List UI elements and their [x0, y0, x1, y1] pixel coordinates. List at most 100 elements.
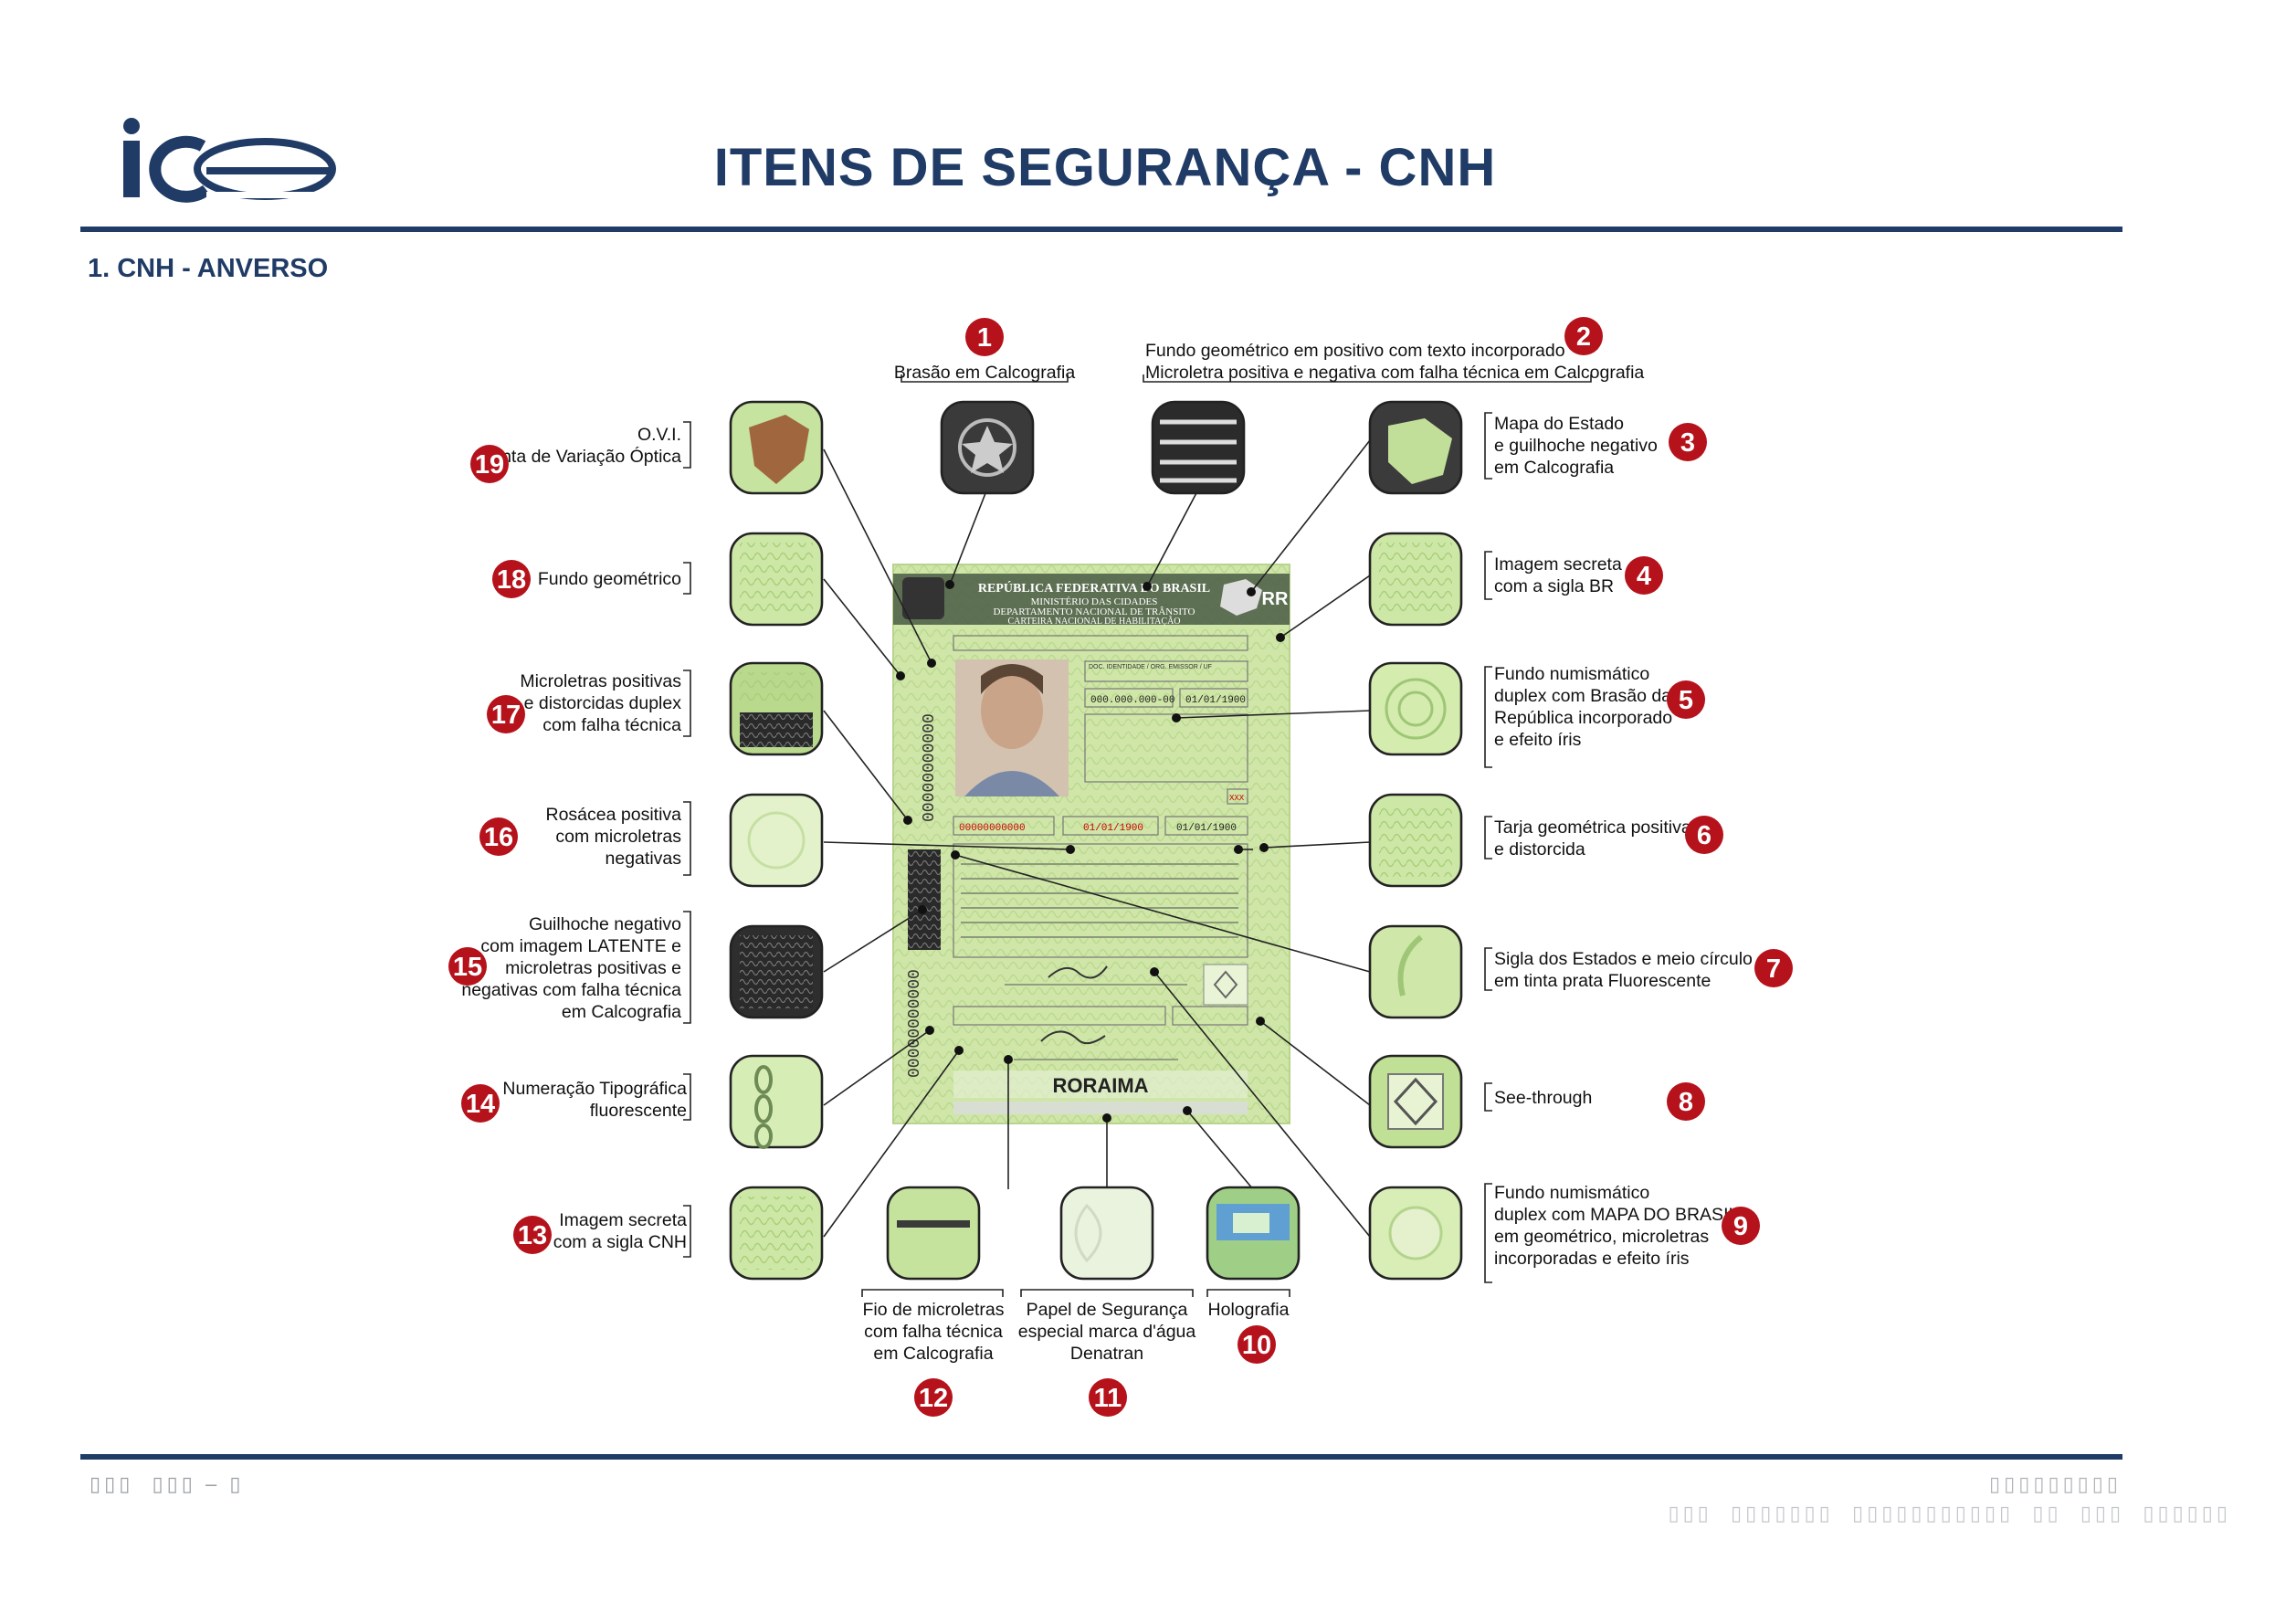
card-side-number-top: 00000000000 — [921, 713, 939, 822]
label-19-line-1: O.V.I. — [637, 425, 681, 445]
label-9-line-2: duplex com MAPA DO BRASIL — [1494, 1205, 1738, 1225]
label-7-line-1: Sigla dos Estados e meio círculo — [1494, 949, 1753, 969]
header-rule — [80, 227, 2122, 232]
card-uf: RR — [1262, 589, 1289, 609]
svg-text:18: 18 — [497, 565, 526, 595]
label-5-line-3: República incorporado — [1494, 708, 1672, 728]
label-2-line-1: Fundo geométrico em positivo com texto i… — [1145, 341, 1565, 361]
label-13-line-2: com a sigla CNH — [553, 1232, 687, 1252]
leader-dots — [896, 580, 1285, 1123]
label-9-line-4: incorporadas e efeito íris — [1494, 1249, 1690, 1269]
label-15-line-1: Guilhoche negativo — [529, 914, 681, 934]
label-9-line-1: Fundo numismático — [1494, 1183, 1649, 1203]
label-5-line-4: e efeito íris — [1494, 730, 1582, 750]
svg-text:11: 11 — [1094, 1384, 1122, 1413]
svg-text:2: 2 — [1576, 322, 1591, 352]
footer-left-glyphs: ▯▯▯ ▯▯▯ – ▯ — [90, 1472, 245, 1495]
card-ministry: MINISTÉRIO DAS CIDADES — [1031, 596, 1158, 607]
zoom-rosacea — [729, 793, 824, 888]
card-state: RORAIMA — [1052, 1074, 1148, 1097]
svg-text:14: 14 — [466, 1090, 495, 1119]
badge-8: 8 — [1667, 1082, 1705, 1121]
label-15-line-4: negativas com falha técnica — [461, 980, 681, 1000]
label-3-line-2: e guilhoche negativo — [1494, 436, 1658, 456]
badge-13: 13 — [513, 1216, 552, 1254]
label-11-line-1: Papel de Segurança — [1027, 1300, 1188, 1320]
label-5-line-1: Fundo numismático — [1494, 664, 1649, 684]
svg-text:4: 4 — [1637, 562, 1651, 591]
label-13-line-1: Imagem secreta — [559, 1210, 687, 1230]
badge-11: 11 — [1089, 1378, 1127, 1417]
card-primeira-hab: 01/01/1900 — [1176, 823, 1237, 834]
badge-7: 7 — [1754, 949, 1793, 987]
page-title: ITENS DE SEGURANÇA - CNH — [713, 138, 1497, 197]
label-4-line-2: com a sigla BR — [1494, 576, 1614, 596]
footer-rule — [80, 1454, 2122, 1460]
label-10-line-1: Holografia — [1208, 1300, 1290, 1320]
label-8-line-1: See-through — [1494, 1088, 1592, 1108]
zoom-fundo-numismatico — [1368, 661, 1463, 756]
svg-text:3: 3 — [1680, 428, 1695, 458]
svg-text:13: 13 — [518, 1221, 547, 1250]
label-12-line-3: em Calcografia — [873, 1344, 993, 1364]
badge-4: 4 — [1625, 556, 1663, 595]
card-birth: 01/01/1900 — [1185, 695, 1246, 706]
label-7-line-2: em tinta prata Fluorescente — [1494, 971, 1711, 991]
badge-9: 9 — [1722, 1207, 1760, 1245]
svg-text:7: 7 — [1766, 954, 1781, 984]
label-3-line-3: em Calcografia — [1494, 458, 1614, 478]
badge-12: 12 — [914, 1378, 953, 1417]
label-14-line-2: fluorescente — [590, 1101, 687, 1121]
card-cat: XXX — [1229, 794, 1245, 803]
svg-text:1: 1 — [977, 323, 992, 353]
label-16-line-3: negativas — [606, 849, 682, 869]
label-18-line-1: Fundo geométrico — [538, 569, 681, 589]
svg-text:12: 12 — [919, 1384, 948, 1413]
svg-text:9: 9 — [1733, 1212, 1748, 1241]
badge-2: 2 — [1564, 317, 1603, 355]
badge-18: 18 — [492, 560, 531, 598]
ice-logo — [123, 118, 336, 203]
cnh-card: REPÚBLICA FEDERATIVA DO BRASIL MINISTÉRI… — [892, 564, 1290, 1124]
zoom-fio — [886, 1186, 981, 1281]
badge-17: 17 — [487, 695, 525, 733]
card-cpf: 000.000.000-00 — [1090, 695, 1174, 706]
label-14-line-1: Numeração Tipográfica — [502, 1079, 687, 1099]
svg-text:10: 10 — [1242, 1331, 1271, 1360]
label-4-line-1: Imagem secreta — [1494, 554, 1622, 575]
badge-16: 16 — [479, 817, 518, 856]
card-registro: 00000000000 — [959, 823, 1026, 834]
footer-right-glyphs: ▯▯▯▯▯▯▯▯▯ — [1989, 1472, 2122, 1495]
zoom-microletra — [1151, 400, 1246, 495]
section-heading: 1. CNH - ANVERSO — [88, 254, 329, 283]
label-16-line-1: Rosácea positiva — [546, 805, 682, 825]
label-15-line-5: em Calcografia — [562, 1002, 681, 1022]
label-6-line-2: e distorcida — [1494, 839, 1585, 859]
label-2-line-2: Microletra positiva e negativa com falha… — [1145, 363, 1644, 383]
card-latent-strip — [908, 849, 941, 950]
label-17-line-2: e distorcidas duplex — [524, 693, 682, 713]
svg-text:19: 19 — [475, 450, 504, 480]
card-docid-label: DOC. IDENTIDADE / ORG. EMISSOR / UF — [1089, 664, 1212, 670]
svg-text:16: 16 — [484, 823, 513, 852]
number-badges: 1 2 3 4 5 6 7 8 9 10 11 12 13 14 15 16 1… — [448, 317, 1793, 1417]
badge-14: 14 — [461, 1084, 500, 1123]
label-6-line-1: Tarja geométrica positiva — [1494, 817, 1691, 838]
card-side-number-bottom: 00000000000 — [906, 969, 924, 1078]
label-11-line-3: Denatran — [1070, 1344, 1143, 1364]
label-9-line-3: em geométrico, microletras — [1494, 1227, 1709, 1247]
zoom-numeracao — [729, 1054, 824, 1149]
card-republic: REPÚBLICA FEDERATIVA DO BRASIL — [978, 580, 1210, 596]
label-15-line-2: com imagem LATENTE e — [480, 936, 681, 956]
label-15-line-3: microletras positivas e — [505, 958, 681, 978]
label-16-line-2: com microletras — [555, 827, 681, 847]
svg-text:17: 17 — [491, 701, 521, 730]
badge-10: 10 — [1238, 1325, 1276, 1364]
brasao-emblem — [902, 577, 944, 619]
card-department: DEPARTAMENTO NACIONAL DE TRÂNSITO — [993, 606, 1195, 617]
label-3-line-1: Mapa do Estado — [1494, 414, 1624, 434]
label-12-line-2: com falha técnica — [864, 1322, 1003, 1342]
leader-lines — [823, 439, 1371, 1238]
zoom-tile-details — [740, 415, 1452, 1270]
